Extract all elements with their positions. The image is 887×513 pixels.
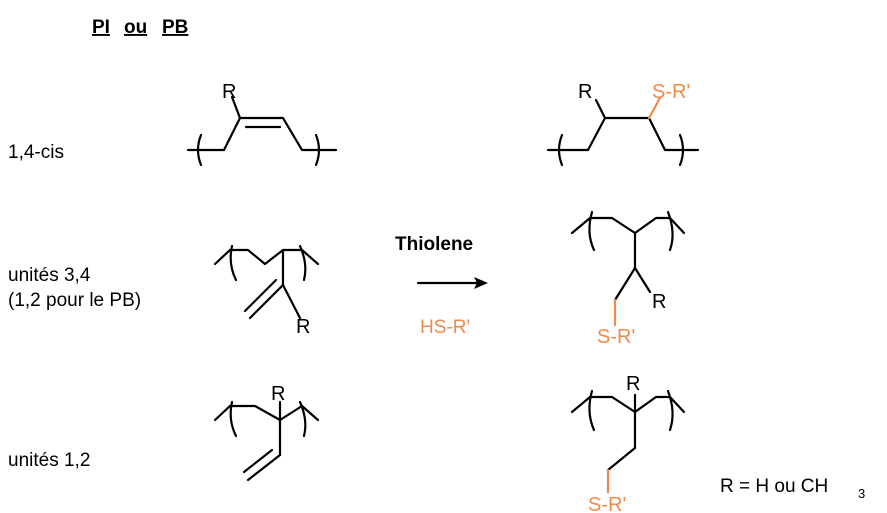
reactant-1-r-atom: R [222,81,236,103]
legend-text: R = H ou CH [720,476,828,497]
product-1-r-atom: R [578,81,592,103]
product-1-4-cis-structure: R S-R' [546,81,700,167]
legend-subscript: 3 [858,486,865,501]
reactant-1-2-structure: R [213,383,320,482]
row-label-1-4-cis: 1,4-cis [8,142,64,163]
product-1-2-structure: R S-R' [570,373,686,513]
product-2-r-atom: R [652,291,666,313]
reactant-2-r-atom: R [296,316,310,338]
arrow-head [474,277,488,289]
reaction-reagent: HS-R' [420,317,470,338]
legend: R = H ou CH 3 [720,476,865,501]
header-pi: PI [92,17,110,38]
product-3-r-atom: R [626,373,640,395]
header-pb: PB [162,17,188,38]
row-label-1-2: unités 1,2 [8,450,90,471]
reactant-1-4-cis-structure: R [186,81,338,167]
reactant-3-4-structure: R [213,244,320,338]
reaction-name: Thiolene [395,234,473,255]
reactant-3-r-atom: R [271,383,285,405]
product-1-sr-group: S-R' [652,81,690,103]
product-3-sr-group: S-R' [588,494,626,513]
header-ou: ou [124,17,147,38]
row-label-3-4-line1: unités 3,4 [8,265,91,286]
product-3-4-structure: R S-R' [570,210,686,348]
reaction-arrow-group: Thiolene HS-R' [395,234,488,338]
product-2-sr-group: S-R' [597,326,635,348]
row-label-3-4-line2: (1,2 pour le PB) [8,290,141,311]
